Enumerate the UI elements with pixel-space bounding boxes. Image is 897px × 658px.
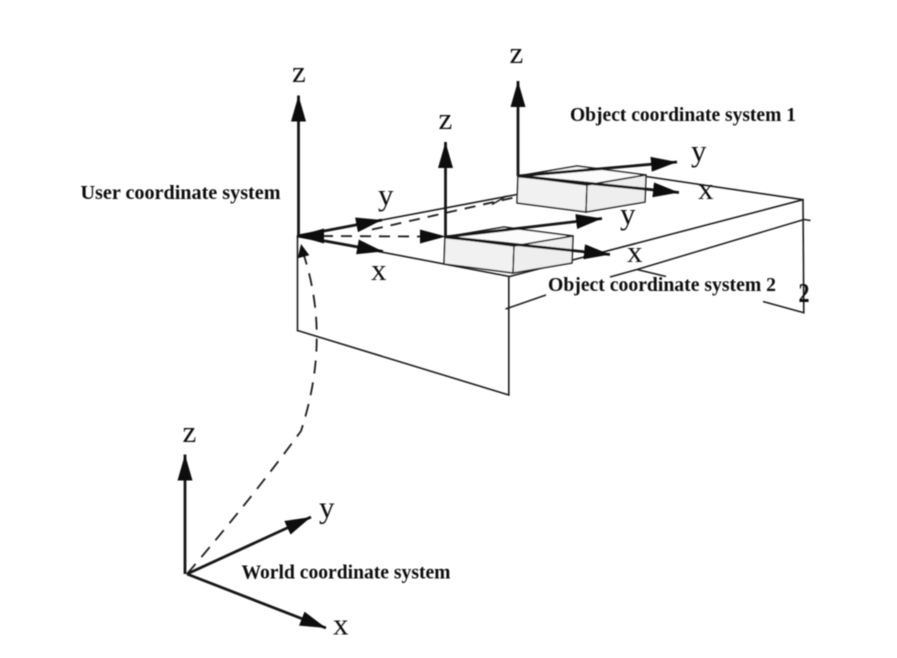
svg-text:Object coordinate system 1: Object coordinate system 1 [570,104,796,126]
svg-text:y: y [691,133,707,168]
svg-text:x: x [333,607,349,642]
svg-text:z: z [292,54,306,89]
svg-text:y: y [378,177,394,212]
svg-text:z: z [510,35,524,70]
svg-text:x: x [627,234,643,269]
svg-text:World coordinate system: World coordinate system [242,562,451,584]
svg-text:z: z [183,414,197,449]
svg-text:y: y [620,196,636,231]
svg-text:User coordinate system: User coordinate system [81,182,281,204]
svg-text:x: x [698,171,714,206]
svg-text:y: y [319,490,335,525]
svg-text:z: z [439,101,453,136]
svg-text:x: x [371,252,387,287]
svg-text:Object coordinate system 2: Object coordinate system 2 [548,274,776,296]
svg-text:2: 2 [799,278,810,308]
